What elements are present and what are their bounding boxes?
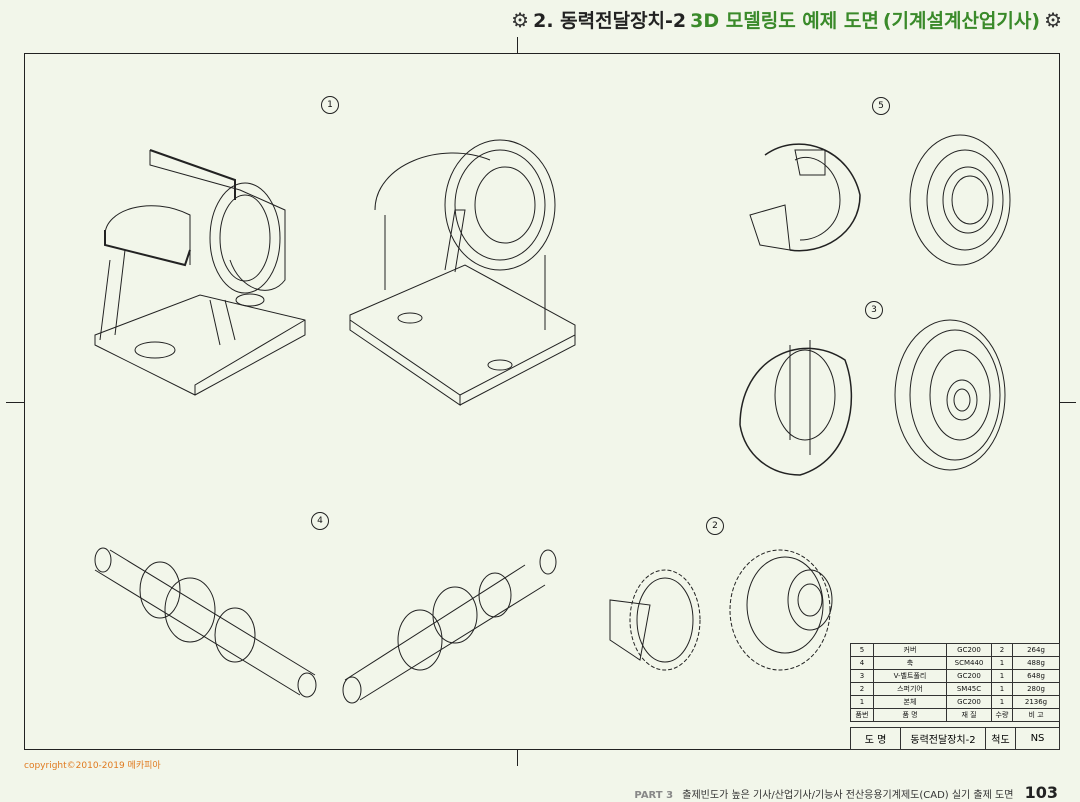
table-row: 5 커버 GC200 2 264g	[850, 643, 1060, 657]
parts-list-table: 5 커버 GC200 2 264g 4 축 SCM440 1 488g 3 V-…	[850, 643, 1060, 722]
title-paren: (기계설계산업기사)	[882, 10, 1041, 32]
part-note: 280g	[1012, 682, 1060, 696]
part-no: 2	[850, 682, 874, 696]
footer-part: PART 3	[634, 790, 674, 801]
drawing-frame	[24, 53, 1060, 750]
part-no: 5	[850, 643, 874, 657]
part-no: 3	[850, 669, 874, 683]
part-name: 커버	[873, 643, 947, 657]
part-qty: 1	[991, 682, 1013, 696]
part-note: 264g	[1012, 643, 1060, 657]
tick-left	[6, 402, 24, 403]
balloon-3: 3	[865, 301, 883, 319]
table-header-row: 품번 품 명 재 질 수량 비 고	[850, 708, 1060, 722]
part-qty: 1	[991, 669, 1013, 683]
balloon-4: 4	[311, 512, 329, 530]
body-exterior-view	[349, 139, 576, 406]
gear-icon: ⚙	[1044, 7, 1062, 32]
part-material: SCM440	[946, 656, 992, 670]
table-row: 4 축 SCM440 1 488g	[850, 656, 1060, 670]
part-qty: 2	[991, 643, 1013, 657]
tick-top	[517, 37, 518, 53]
title-dark: 2. 동력전달장치-2	[533, 10, 687, 32]
pulley-views	[739, 319, 1006, 476]
tick-bottom	[517, 750, 518, 766]
gear-icon: ⚙	[511, 7, 530, 32]
part-material: GC200	[946, 669, 992, 683]
drawing-name-value: 동력전달장치-2	[900, 727, 986, 750]
balloon-5: 5	[872, 97, 890, 115]
part-qty: 1	[991, 695, 1013, 709]
page-footer: PART 3 출제빈도가 높은 기사/산업기사/기능사 전산응용기계제도(CAD…	[634, 783, 1058, 802]
balloon-2: 2	[706, 517, 724, 535]
body-section-view	[94, 149, 306, 396]
table-row: 2 스퍼기어 SM45C 1 280g	[850, 682, 1060, 696]
part-material: GC200	[946, 643, 992, 657]
page-title: ⚙ 2. 동력전달장치-2 3D 모델링도 예제 도면 (기계설계산업기사) ⚙	[511, 6, 1062, 33]
cover-views	[749, 134, 1011, 266]
part-note: 488g	[1012, 656, 1060, 670]
part-name: 본체	[873, 695, 947, 709]
header-material: 재 질	[946, 708, 992, 722]
part-note: 2136g	[1012, 695, 1060, 709]
footer-text: 출제빈도가 높은 기사/산업기사/기능사 전산응용기계제도(CAD) 실기 출제…	[682, 790, 1014, 801]
drawing-name-label: 도 명	[850, 727, 901, 750]
shaft-views	[94, 547, 557, 704]
copyright-text: copyright©2010-2019 메카피아	[24, 761, 161, 771]
scale-label: 척도	[985, 727, 1016, 750]
part-no: 1	[850, 695, 874, 709]
part-material: GC200	[946, 695, 992, 709]
title-block: 도 명 동력전달장치-2 척도 NS	[850, 727, 1060, 750]
part-qty: 1	[991, 656, 1013, 670]
header-name: 품 명	[873, 708, 947, 722]
part-name: 축	[873, 656, 947, 670]
header-note: 비 고	[1012, 708, 1060, 722]
header-no: 품번	[850, 708, 874, 722]
table-row: 1 본체 GC200 1 2136g	[850, 695, 1060, 709]
header-qty: 수량	[991, 708, 1013, 722]
part-name: 스퍼기어	[873, 682, 947, 696]
page-number: 103	[1024, 783, 1058, 802]
balloon-1: 1	[321, 96, 339, 114]
title-green: 3D 모델링도 예제 도면	[690, 10, 879, 32]
scale-value: NS	[1015, 727, 1060, 750]
part-material: SM45C	[946, 682, 992, 696]
tick-right	[1060, 402, 1076, 403]
gear-views	[609, 549, 833, 671]
table-row: 3 V-벨트풀리 GC200 1 648g	[850, 669, 1060, 683]
part-no: 4	[850, 656, 874, 670]
part-note: 648g	[1012, 669, 1060, 683]
part-name: V-벨트풀리	[873, 669, 947, 683]
